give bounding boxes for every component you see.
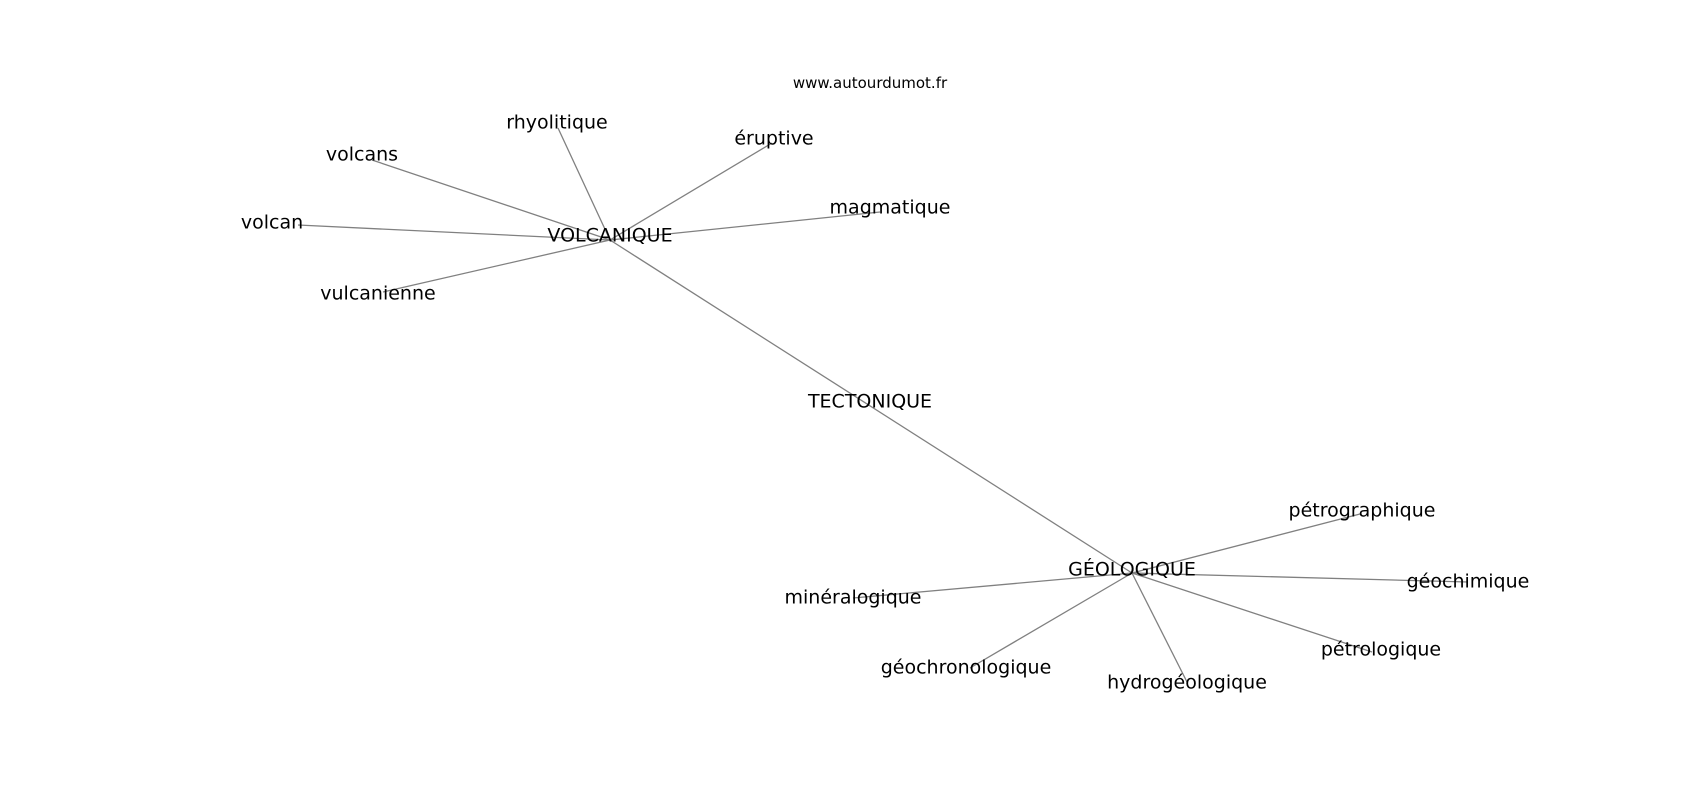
- node-label-tectonique[interactable]: TECTONIQUE: [807, 391, 932, 413]
- edge-volcanique-vulcanienne: [382, 239, 611, 293]
- node-label-magmatique[interactable]: magmatique: [830, 197, 951, 219]
- node-label-geochimique[interactable]: géochimique: [1407, 571, 1530, 593]
- edge-volcanique-volcan: [297, 224, 611, 241]
- node-label-petrographique[interactable]: pétrographique: [1289, 500, 1436, 522]
- watermark-text: www.autourdumot.fr: [793, 74, 948, 92]
- node-label-vulcanienne[interactable]: vulcanienne: [320, 283, 435, 305]
- edge-volcanique-eruptive: [609, 142, 773, 241]
- node-label-hydrogeologique[interactable]: hydrogéologique: [1107, 672, 1267, 694]
- edge-geologique-geochimique: [1131, 572, 1469, 583]
- edge-geologique-petrographique: [1131, 513, 1361, 574]
- node-label-rhyolitique[interactable]: rhyolitique: [506, 112, 607, 134]
- node-label-volcans[interactable]: volcans: [326, 144, 398, 166]
- node-label-mineralogique[interactable]: minéralogique: [784, 587, 921, 609]
- edge-geologique-petrologique: [1131, 572, 1373, 653]
- edges-layer: [297, 127, 1469, 683]
- edge-geologique-mineralogique: [852, 572, 1133, 599]
- node-label-eruptive[interactable]: éruptive: [734, 128, 813, 150]
- nodes-layer: TECTONIQUE VOLCANIQUE GÉOLOGIQUE rhyolitiqu…: [241, 112, 1530, 694]
- node-label-volcan[interactable]: volcan: [241, 212, 303, 234]
- node-label-geologique[interactable]: GÉOLOGIQUE: [1068, 558, 1196, 581]
- edge-volcanique-geologique: [609, 239, 1133, 574]
- edge-geologique-geochronologique: [969, 572, 1133, 669]
- edge-volcanique-rhyolitique: [557, 127, 611, 241]
- edge-volcanique-magmatique: [609, 211, 881, 241]
- edge-geologique-hydrogeologique: [1131, 572, 1188, 683]
- node-label-petrologique[interactable]: pétrologique: [1321, 639, 1441, 661]
- edge-volcanique-volcans: [371, 159, 611, 241]
- node-label-geochronologique[interactable]: géochronologique: [881, 657, 1052, 679]
- node-label-volcanique[interactable]: VOLCANIQUE: [547, 225, 672, 247]
